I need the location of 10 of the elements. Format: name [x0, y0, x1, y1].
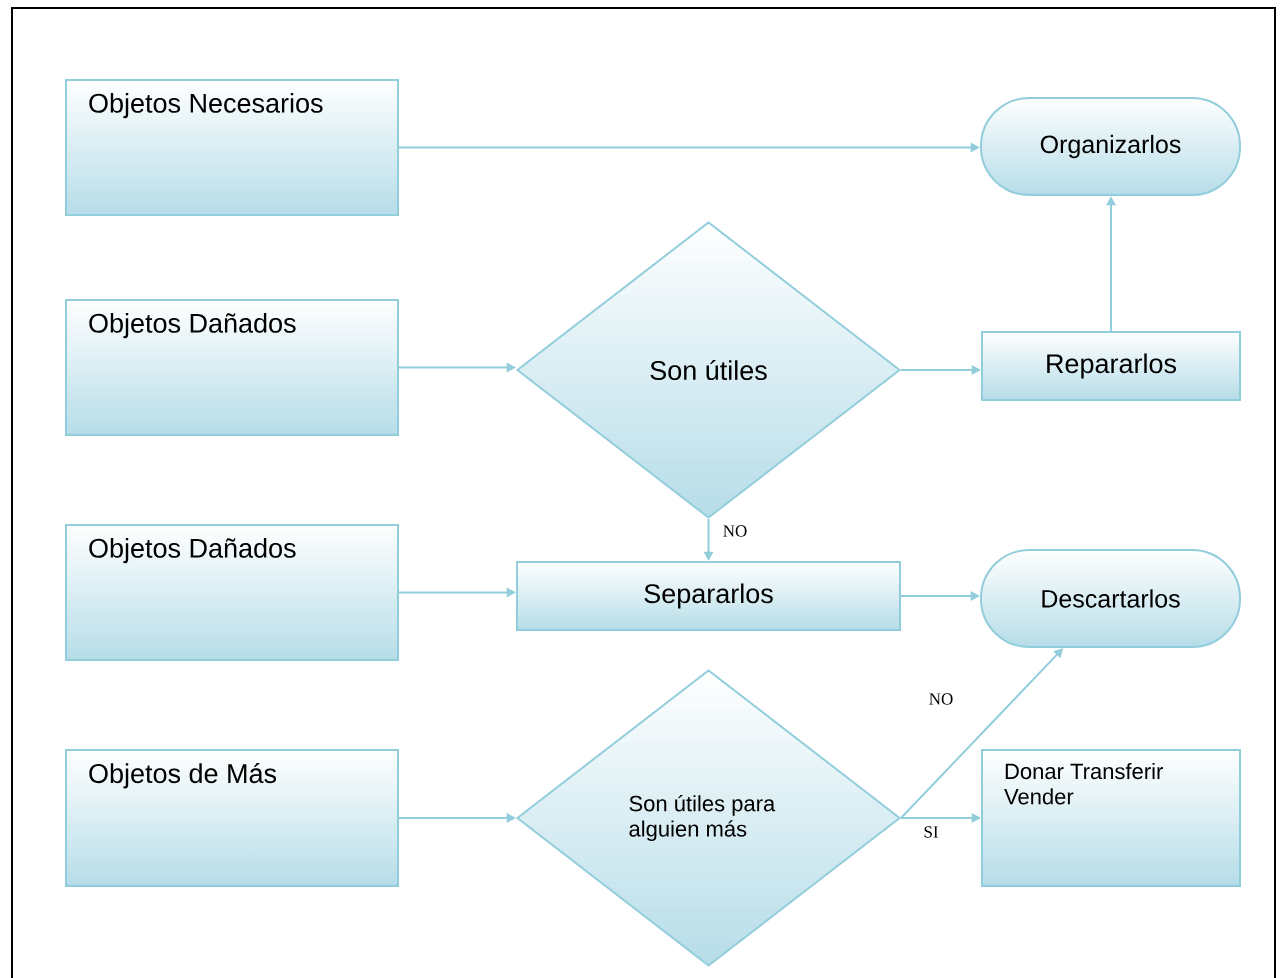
edge-label: NO — [927, 691, 955, 707]
process-box: Repararlos — [981, 331, 1241, 401]
process-box: Objetos Dañados — [65, 299, 399, 436]
edge-label: SI — [922, 824, 940, 840]
process-box: Separarlos — [516, 561, 901, 631]
edge-label: NO — [721, 523, 749, 539]
process-box: Donar Transferir Vender — [981, 749, 1241, 887]
process-box: Objetos Necesarios — [65, 79, 399, 216]
process-box: Objetos Dañados — [65, 524, 399, 661]
process-box: Objetos de Más — [65, 749, 399, 887]
